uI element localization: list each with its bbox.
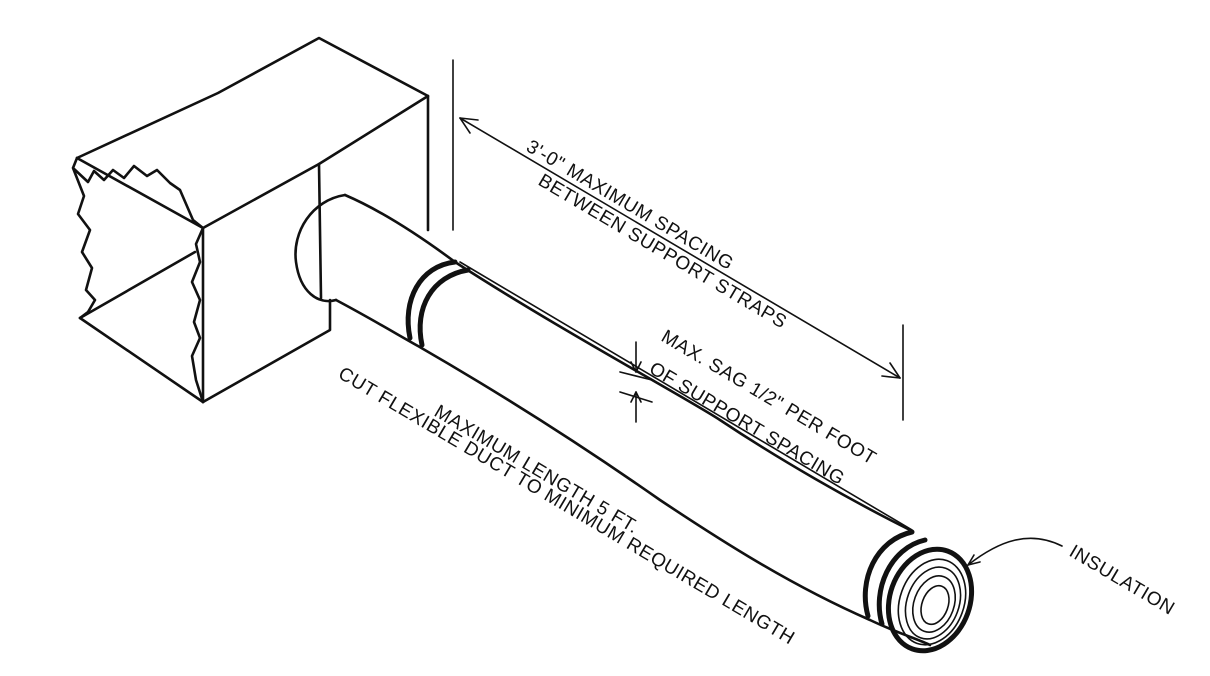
sag-reference-line	[459, 261, 913, 531]
insulation-leader	[967, 537, 1063, 566]
support-strap-1	[405, 259, 458, 341]
cut-note-line2: MAXIMUM LENGTH 5 FT.	[430, 401, 642, 538]
insulation-label: INSULATION	[1065, 541, 1178, 619]
trunk-duct-box	[71, 36, 430, 404]
spacing-dimension	[452, 59, 904, 421]
flex-duct	[294, 193, 975, 654]
spacing-note-line1: 3'-0" MAXIMUM SPACING	[522, 136, 737, 275]
duct-upper-edge	[343, 193, 912, 532]
box-top-face	[75, 36, 430, 232]
sag-dimension	[619, 341, 653, 423]
support-strap-2	[862, 529, 915, 619]
duct-lower-edge	[334, 298, 932, 647]
spacing-note-line2: BETWEEN SUPPORT STRAPS	[534, 170, 790, 333]
box-broken-edge	[71, 156, 205, 404]
duct-end-opening	[885, 546, 975, 654]
duct-collar	[294, 193, 347, 303]
